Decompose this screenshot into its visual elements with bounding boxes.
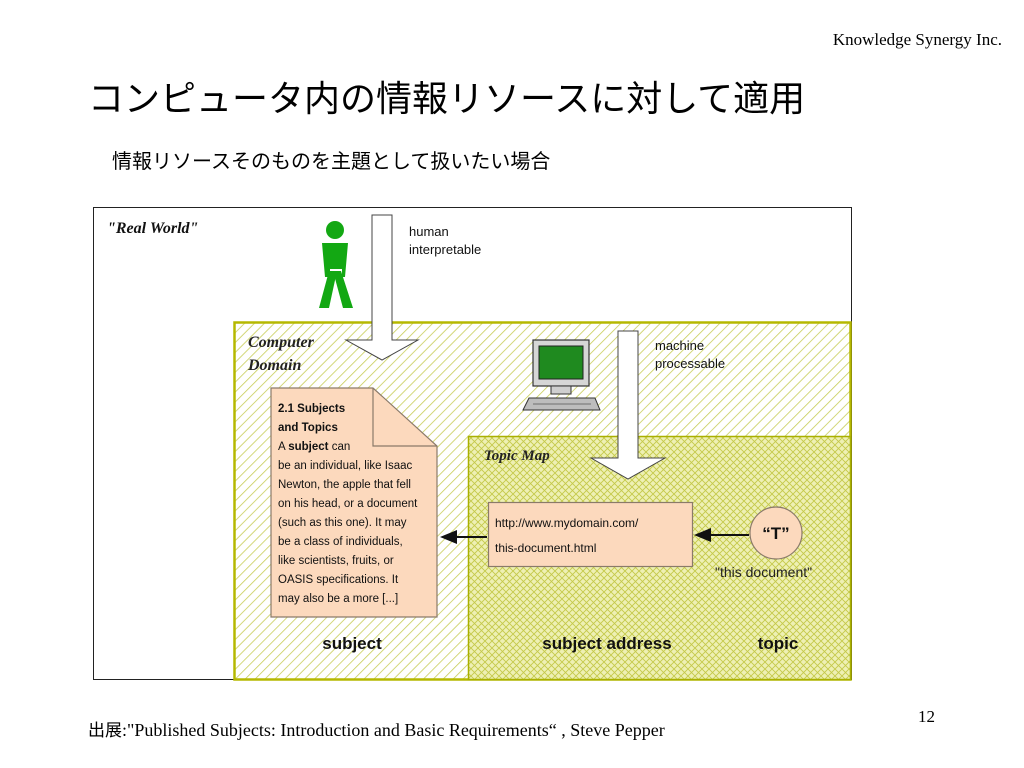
diagram-canvas: "Real World" Computer Domain Topic Map h… <box>93 207 852 681</box>
document-line: OASIS specifications. It <box>278 574 399 586</box>
computer-monitor-icon <box>522 339 601 411</box>
arrow-to-address-icon <box>694 528 749 542</box>
label-subject: subject <box>322 634 382 653</box>
computer-domain-label-line1: Computer <box>248 334 315 351</box>
machine-down-arrow-icon <box>589 330 667 480</box>
label-topic: topic <box>758 634 799 653</box>
document-line-intro-prefix: A <box>278 441 288 453</box>
company-name: Knowledge Synergy Inc. <box>832 30 1002 49</box>
label-subject-address: subject address <box>542 634 671 653</box>
topic-caption: "this document" <box>715 564 812 580</box>
subject-address-line2: this-document.html <box>495 541 596 555</box>
slide-title: コンピュータ内の情報リソースに対して適用 <box>88 79 806 120</box>
subject-address-line1: http://www.mydomain.com/ <box>495 516 639 530</box>
source-citation: 出展:"Published Subjects: Introduction and… <box>88 716 665 741</box>
human-down-arrow-icon <box>344 214 420 361</box>
document-note: 2.1 Subjects and Topics A subject can be… <box>270 387 438 618</box>
subject-address-box <box>487 501 694 568</box>
document-line-intro: A subject can <box>278 441 350 453</box>
document-line: like scientists, fruits, or <box>278 555 394 567</box>
document-heading-line2: and Topics <box>278 422 338 434</box>
topic-map-label: Topic Map <box>484 448 550 464</box>
document-line: be a class of individuals, <box>278 536 403 548</box>
human-label-line2: interpretable <box>409 242 481 257</box>
document-line: may also be a more [...] <box>278 593 398 605</box>
human-figure-icon <box>319 221 353 308</box>
computer-domain-label-line2: Domain <box>247 357 301 374</box>
machine-label-line2: processable <box>655 356 725 371</box>
human-label-line1: human <box>409 224 449 239</box>
document-line: on his head, or a document <box>278 498 418 510</box>
topic-circle-icon <box>749 506 803 560</box>
source-text: :"Published Subjects: Introduction and B… <box>122 720 665 740</box>
document-line: be an individual, like Isaac <box>278 460 412 472</box>
machine-label-line1: machine <box>655 338 704 353</box>
document-heading-line1: 2.1 Subjects <box>278 403 345 415</box>
slide-subtitle: 情報リソースそのものを主題として扱いたい場合 <box>112 149 551 173</box>
document-line-intro-bold: subject <box>288 441 328 453</box>
document-line-intro-suffix: can <box>329 441 351 453</box>
source-label: 出展 <box>88 721 122 741</box>
page-number: 12 <box>918 707 935 726</box>
document-line: Newton, the apple that fell <box>278 479 411 491</box>
topic-symbol: “T” <box>762 524 789 543</box>
document-line: (such as this one). It may <box>278 517 407 529</box>
arrow-to-document-icon <box>440 530 487 544</box>
real-world-label: "Real World" <box>107 220 198 237</box>
diagram: "Real World" Computer Domain Topic Map h… <box>93 207 853 685</box>
